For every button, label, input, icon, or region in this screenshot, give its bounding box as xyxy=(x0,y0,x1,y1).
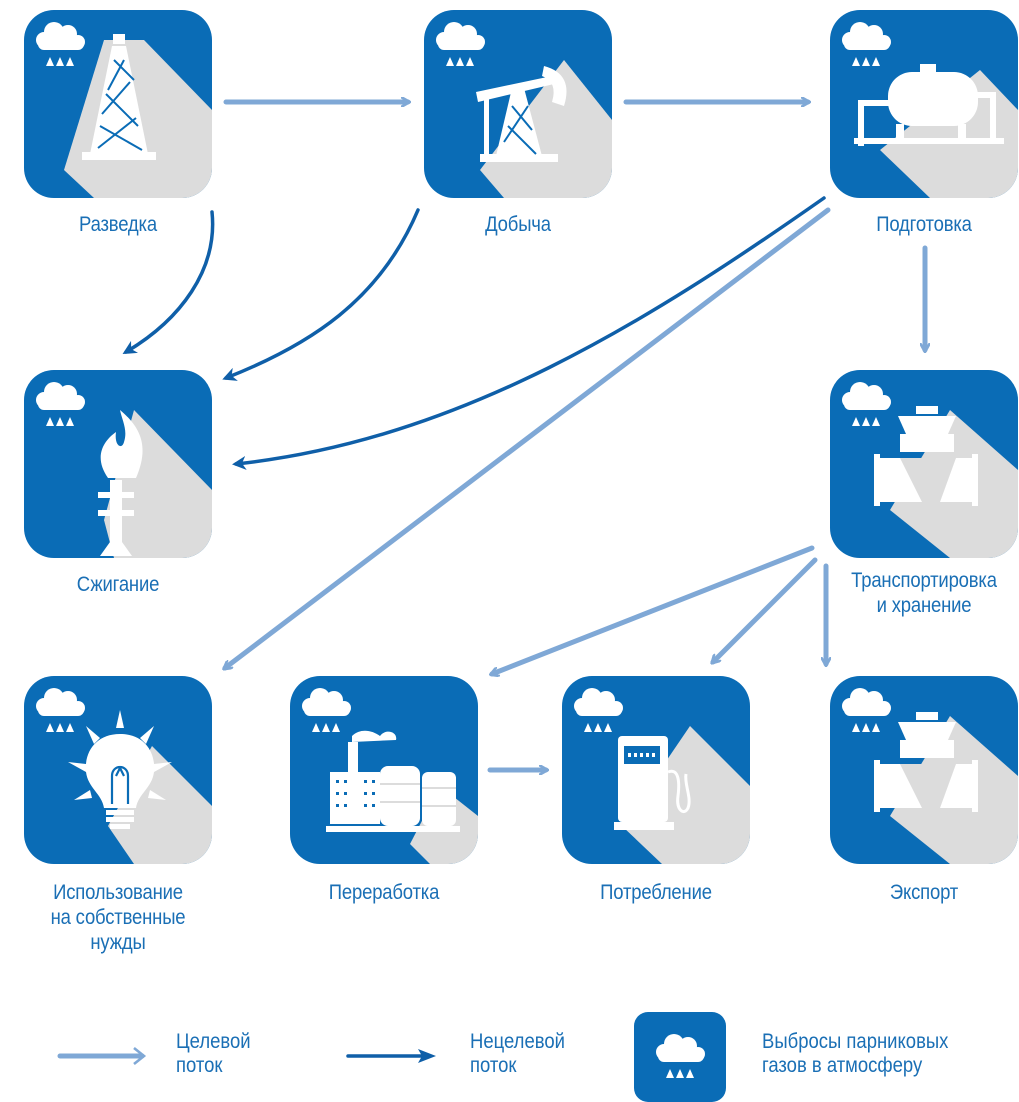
pumpjack-icon xyxy=(476,66,567,162)
flare-icon xyxy=(98,410,143,556)
node-eksport xyxy=(830,676,1018,864)
arrow-transport-pererabotka xyxy=(492,545,815,674)
label-transport: Транспортировка и хранение xyxy=(851,569,997,617)
drilling-rig-icon xyxy=(82,34,156,160)
label-dobycha: Добыча xyxy=(485,213,551,236)
light-bulb-icon xyxy=(68,710,172,829)
legend-emissions-label: Выбросы парниковых газов в атмосферу xyxy=(762,1030,949,1077)
label-potreblenie: Потребление xyxy=(600,881,712,904)
node-ispolzovanie xyxy=(24,676,212,864)
emission-cloud-icon xyxy=(36,22,85,66)
refinery-icon xyxy=(326,730,460,832)
node-dobycha xyxy=(424,10,612,198)
arrow-razvedka-szhiganie xyxy=(122,210,215,355)
node-transport xyxy=(830,370,1018,558)
node-szhiganie xyxy=(24,370,212,558)
label-podgotovka: Подготовка xyxy=(876,213,972,236)
fuel-pump-icon xyxy=(614,736,691,830)
label-szhiganie: Сжигание xyxy=(76,573,160,596)
legend-emissions-icon xyxy=(634,1012,726,1102)
emission-cloud-icon xyxy=(656,1034,705,1078)
arrow-podgotovka-ispolzovanie xyxy=(225,207,831,668)
legend-nontarget-label: Нецелевой поток xyxy=(470,1030,565,1077)
legend-nontarget-arrow xyxy=(346,1049,436,1063)
arrow-podgotovka-szhiganie xyxy=(232,196,826,470)
label-razvedka: Разведка xyxy=(79,213,157,236)
arrow-dobycha-szhiganie xyxy=(222,208,420,381)
label-ispolzovanie: Использование на собственные нужды xyxy=(50,881,186,954)
label-pererabotka: Переработка xyxy=(328,881,440,904)
node-pererabotka xyxy=(290,676,478,864)
gas-tank-icon xyxy=(854,64,1004,146)
legend-target-arrow xyxy=(57,1046,147,1066)
arrow-transport-potreblenie xyxy=(713,557,818,662)
node-podgotovka xyxy=(830,10,1018,198)
node-razvedka xyxy=(24,10,212,198)
legend-target-label: Целевой поток xyxy=(176,1030,251,1077)
node-potreblenie xyxy=(562,676,750,864)
label-eksport: Экспорт xyxy=(889,881,959,904)
